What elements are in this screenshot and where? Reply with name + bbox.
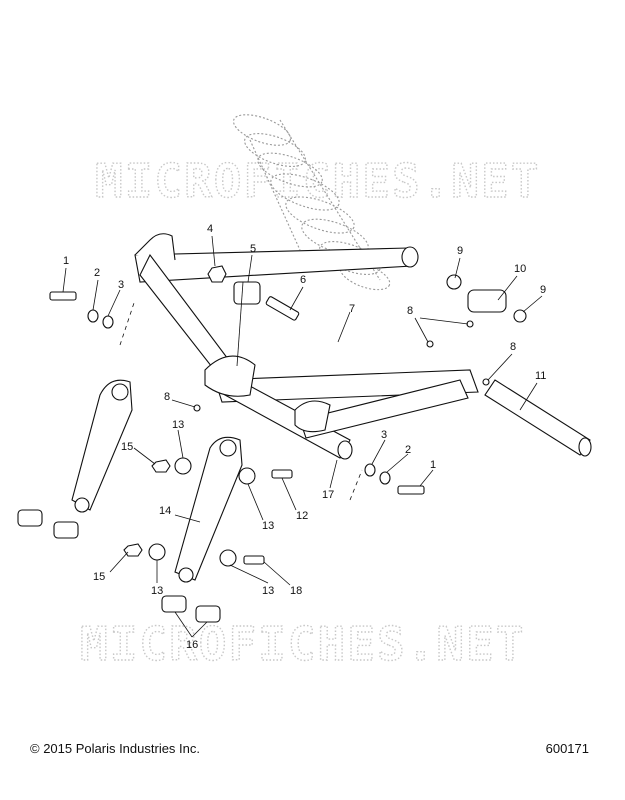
callout-18: 18 bbox=[290, 585, 302, 597]
callout-13-top-left: 13 bbox=[172, 419, 184, 431]
callout-6: 6 bbox=[300, 274, 306, 286]
callout-16: 16 bbox=[186, 639, 198, 651]
link-left bbox=[71, 379, 133, 513]
callout-17: 17 bbox=[322, 489, 334, 501]
callout-15-top: 15 bbox=[121, 441, 133, 453]
callout-8-right: 8 bbox=[510, 341, 516, 353]
callout-9-top: 9 bbox=[457, 245, 463, 257]
callout-15-bottom: 15 bbox=[93, 571, 105, 583]
callout-10: 10 bbox=[514, 263, 526, 275]
callout-8-upper: 8 bbox=[407, 305, 413, 317]
callout-13-bottom-left: 13 bbox=[151, 585, 163, 597]
figure-number: 600171 bbox=[545, 741, 589, 756]
callout-3-right: 3 bbox=[381, 429, 387, 441]
callout-1-right: 1 bbox=[430, 459, 436, 471]
link-right bbox=[174, 436, 243, 583]
callout-2-top: 2 bbox=[94, 267, 100, 279]
a-arm bbox=[134, 233, 479, 460]
callout-12: 12 bbox=[296, 510, 308, 522]
callouts: 1 2 3 4 5 6 7 8 8 9 10 9 8 11 15 13 14 1… bbox=[63, 223, 546, 651]
callout-9-right: 9 bbox=[540, 284, 546, 296]
copyright-text: © 2015 Polaris Industries Inc. bbox=[30, 741, 200, 756]
callout-14: 14 bbox=[159, 505, 171, 517]
callout-1-top: 1 bbox=[63, 255, 69, 267]
callout-4: 4 bbox=[207, 223, 213, 235]
callout-8-left: 8 bbox=[164, 391, 170, 403]
small-parts bbox=[17, 265, 527, 623]
shaft bbox=[484, 379, 592, 457]
watermark-bottom: MICROFICHES.NET bbox=[80, 617, 525, 671]
callout-11: 11 bbox=[535, 370, 546, 382]
callout-3-top: 3 bbox=[118, 279, 124, 291]
watermark-top: MICROFICHES.NET bbox=[95, 154, 540, 208]
leader-lines bbox=[62, 235, 543, 638]
callout-2-right: 2 bbox=[405, 444, 411, 456]
callout-13-top-right: 13 bbox=[262, 520, 274, 532]
callout-5: 5 bbox=[250, 243, 256, 255]
callout-7: 7 bbox=[349, 303, 355, 315]
callout-13-bottom-right: 13 bbox=[262, 585, 274, 597]
